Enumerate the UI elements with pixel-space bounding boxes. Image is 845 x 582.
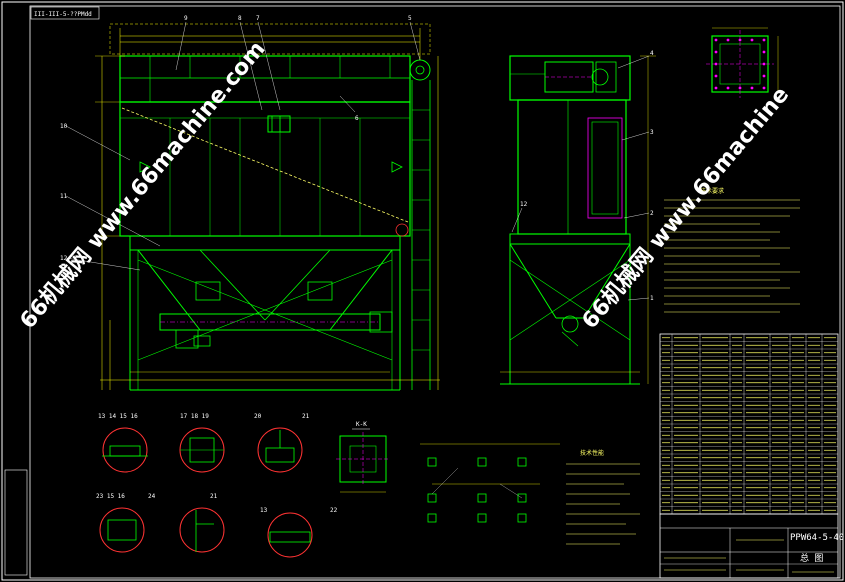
svg-text:21: 21 (210, 493, 218, 500)
svg-text:4: 4 (650, 50, 654, 57)
front-view: 9 8 7 5 10 11 12 6 (60, 15, 440, 391)
parts-list (659, 333, 839, 515)
svg-text:11: 11 (60, 193, 68, 200)
svg-text:12: 12 (520, 201, 528, 208)
inner-border (29, 5, 841, 579)
svg-text:7: 7 (256, 15, 260, 22)
svg-text:17 18 19: 17 18 19 (180, 413, 209, 420)
svg-text:20: 20 (254, 413, 262, 420)
svg-text:9: 9 (184, 15, 188, 22)
detail-views: 13 14 15 16 17 18 19 20 21 23 15 16 24 2… (96, 413, 338, 558)
flange-detail (706, 27, 779, 98)
svg-text:1: 1 (650, 295, 654, 302)
svg-text:3: 3 (650, 129, 654, 136)
svg-text:10: 10 (60, 123, 68, 130)
watermark-left: 66机械网 www.66machine.com (15, 37, 270, 334)
svg-text:23 15 16: 23 15 16 (96, 493, 125, 500)
svg-text:6: 6 (355, 115, 359, 122)
side-view: 4 3 2 1 12 (500, 50, 656, 385)
corner-tag-box (30, 6, 100, 20)
drawing-number: PPW64-5-40-10 (790, 533, 845, 543)
left-margin-strip (4, 469, 28, 576)
svg-text:21: 21 (302, 413, 310, 420)
title-block: PPW64-5-40-10 总 图 (659, 513, 845, 579)
anchor-layout (420, 443, 560, 523)
svg-text:22: 22 (330, 507, 338, 514)
svg-text:24: 24 (148, 493, 156, 500)
svg-text:2: 2 (650, 210, 654, 217)
svg-text:技术性能: 技术性能 (580, 449, 604, 457)
svg-text:13 14 15 16: 13 14 15 16 (98, 413, 138, 420)
svg-text:8: 8 (238, 15, 242, 22)
corner-tag: III-III-5-??PMdd (34, 11, 92, 18)
svg-text:K-K: K-K (356, 421, 367, 428)
svg-text:13: 13 (260, 507, 268, 514)
svg-text:12: 12 (60, 255, 68, 262)
svg-text:5: 5 (408, 15, 412, 22)
tech-notes: 技术要求 (664, 187, 800, 313)
drawing-title: 总 图 (800, 552, 823, 564)
section-kk: K-K (336, 421, 390, 493)
svg-text:技术要求: 技术要求 (700, 187, 724, 195)
tech-params: 技术性能 (566, 449, 640, 545)
